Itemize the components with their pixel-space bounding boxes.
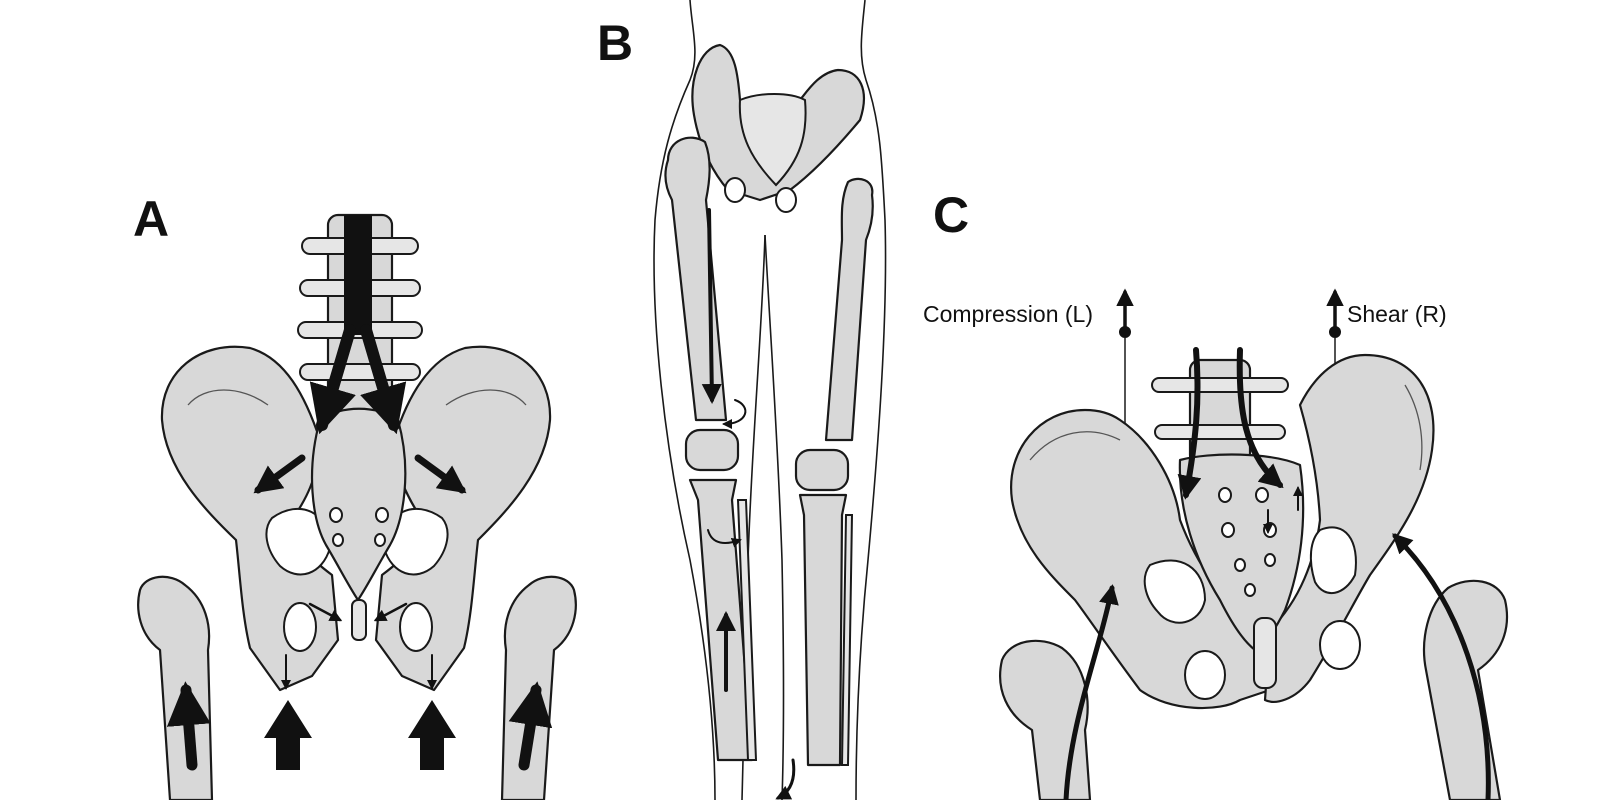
panel-b-load-arrows	[701, 208, 796, 800]
left-ilium-c	[1010, 408, 1272, 710]
right-femur-b	[824, 177, 874, 442]
panel-a-load-arrows	[166, 215, 553, 771]
right-ilium-c	[1263, 353, 1435, 703]
panel-c-load-arrows	[1063, 347, 1491, 800]
legend-compression-label: Compression (L)	[923, 301, 1093, 327]
panel-b: B	[597, 0, 887, 800]
body-outline	[653, 0, 716, 800]
sacrum-c	[1178, 453, 1305, 652]
legend-shear-label: Shear (R)	[1347, 301, 1447, 327]
panel-a: A	[133, 191, 577, 800]
panel-b-label: B	[597, 15, 633, 71]
right-tibia-b	[798, 493, 848, 767]
panel-c: C Compression (L) Shear (R)	[923, 187, 1509, 800]
left-femur-c	[999, 639, 1092, 800]
legend-compression: Compression (L)	[923, 288, 1140, 517]
lumbar-spine-c	[1151, 358, 1289, 467]
left-femur-a	[137, 575, 214, 800]
left-femur-b	[664, 136, 728, 422]
right-femur-c	[1422, 579, 1509, 800]
panel-c-label: C	[933, 187, 969, 243]
panel-a-label: A	[133, 191, 169, 247]
